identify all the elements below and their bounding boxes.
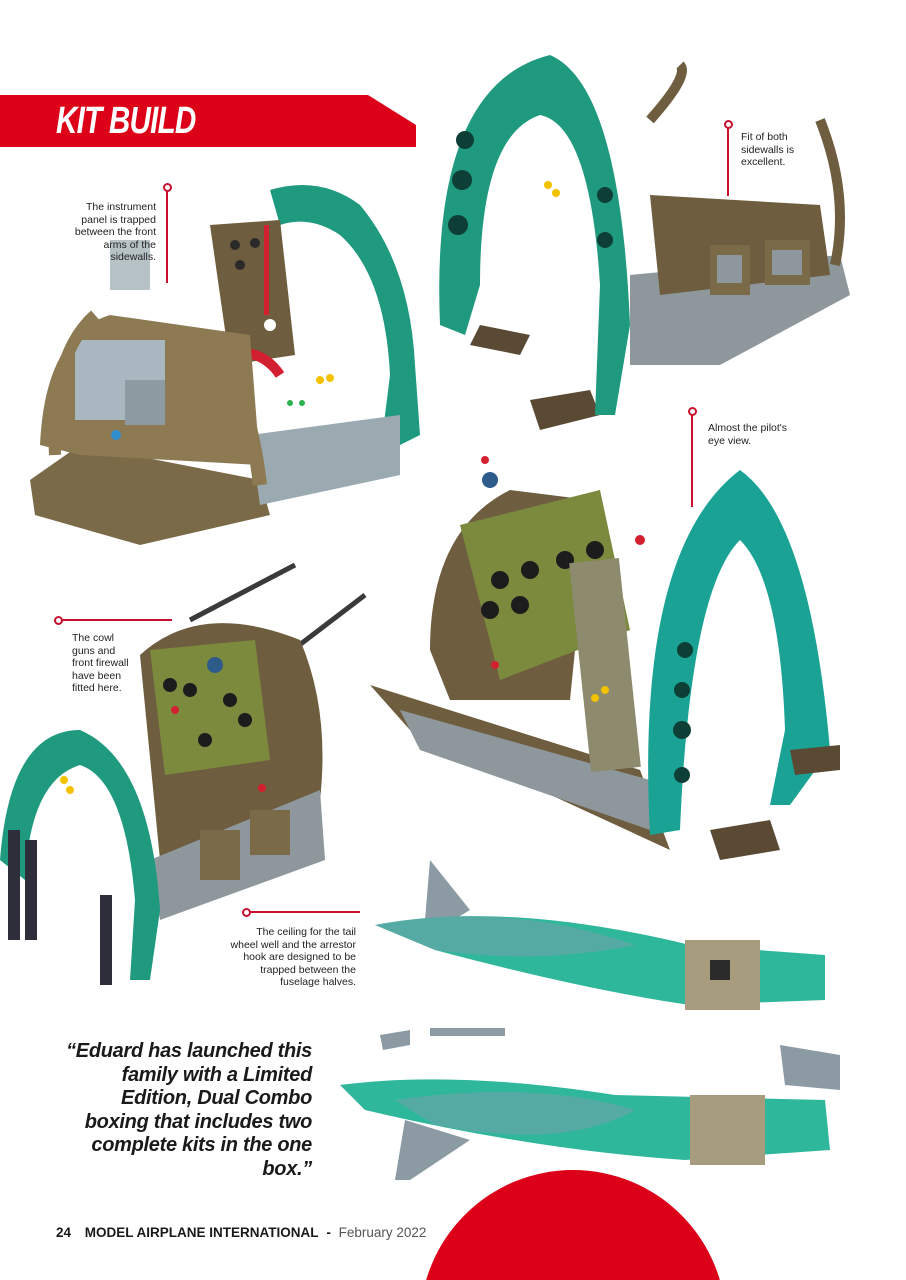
callout-pilot-eye-view-text: Almost the pilot's eye view. — [708, 422, 788, 447]
callout-cowl-guns-text: The cowl guns and front firewall have be… — [72, 632, 129, 695]
photo-cockpit-guns-view — [0, 560, 370, 990]
callout-tail-wheel-ceiling-line — [250, 911, 360, 913]
photo-cockpit-rear-view — [420, 45, 860, 440]
magazine-title: MODEL AIRPLANE INTERNATIONAL — [84, 1225, 319, 1240]
callout-sidewalls-fit: Fit of both sidewalls is excellent. — [741, 131, 821, 169]
callout-instrument-panel: The instrument panel is trapped between … — [60, 201, 156, 264]
issue-date: February 2022 — [338, 1225, 427, 1240]
section-banner: KIT BUILD — [0, 95, 416, 147]
callout-cowl-guns-line — [62, 619, 172, 621]
photo-cockpit-side-view — [20, 165, 440, 545]
callout-pilot-eye-view-line — [691, 415, 693, 507]
callout-sidewalls-fit-text: Fit of both sidewalls is excellent. — [741, 131, 795, 169]
callout-tail-wheel-ceiling-text: The ceiling for the tail wheel well and … — [230, 926, 356, 989]
pull-quote: “Eduard has launched this family with a … — [58, 1040, 312, 1181]
page-number: 24 — [56, 1225, 72, 1240]
pull-quote-text: “Eduard has launched this family with a … — [66, 1040, 312, 1180]
cockpit-pilot-view-image — [370, 456, 840, 860]
fuselage-halves-image — [340, 860, 840, 1180]
callout-instrument-panel-line — [166, 191, 168, 283]
callout-instrument-panel-text: The instrument panel is trapped between … — [74, 201, 156, 264]
page-footer: 24 MODEL AIRPLANE INTERNATIONAL - Februa… — [56, 1225, 426, 1240]
callout-sidewalls-fit-line — [727, 128, 729, 196]
cockpit-side-view-image — [30, 185, 420, 545]
callout-cowl-guns: The cowl guns and front firewall have be… — [72, 632, 136, 695]
section-title: KIT BUILD — [56, 100, 196, 142]
cockpit-guns-view-image — [0, 562, 367, 985]
footer-separator: - — [326, 1225, 331, 1240]
cockpit-rear-view-image — [439, 55, 850, 430]
callout-pilot-eye-view: Almost the pilot's eye view. — [708, 422, 798, 447]
photo-fuselage-halves — [335, 860, 850, 1180]
photo-cockpit-pilot-view — [370, 430, 850, 885]
callout-tail-wheel-ceiling: The ceiling for the tail wheel well and … — [230, 926, 356, 989]
red-disc-decoration — [420, 1170, 726, 1280]
